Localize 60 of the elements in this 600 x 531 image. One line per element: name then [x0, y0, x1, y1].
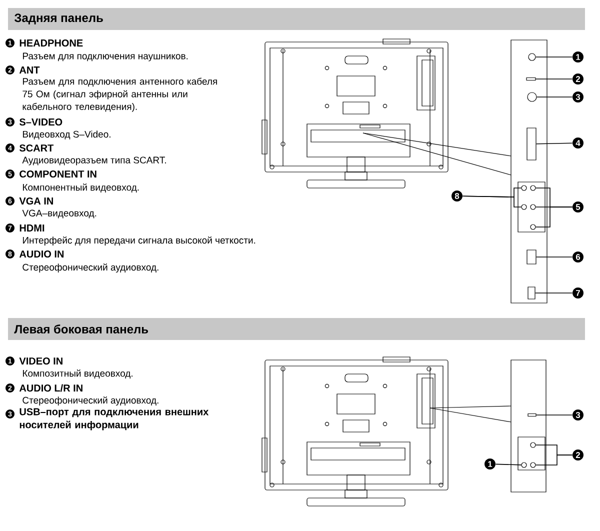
callout-number: 6 — [572, 252, 584, 262]
callout-number: 1 — [484, 458, 496, 470]
item-description: Стереофонический аудиовход. — [22, 263, 158, 273]
item-name: ANT — [19, 66, 40, 74]
connector-symbol — [526, 128, 536, 160]
callout-number: 4 — [572, 138, 584, 148]
leader-line — [535, 206, 573, 228]
item-name: AUDIO L/R IN — [19, 384, 82, 392]
item-description: Видеовход S–Video. — [22, 130, 110, 140]
section-header: Задняя панель — [8, 8, 585, 30]
leader-line — [462, 196, 522, 208]
jack-symbol — [530, 185, 536, 191]
item-name: AUDIO IN — [19, 250, 64, 258]
jack-symbol — [530, 224, 536, 230]
connector-symbol — [528, 413, 536, 417]
callout-number: 5 — [572, 202, 584, 212]
leader-line — [535, 78, 573, 80]
callout-number: 3 — [572, 92, 584, 102]
item-description: Разъем для подключения наушников. — [22, 52, 188, 62]
item-description: Разъем для подключения антенного кабеля 75 Ом (сигнал эфирной антенны или кабельного телевидения). — [22, 78, 217, 112]
callout-number: 1 — [572, 52, 584, 62]
connector-symbol — [526, 77, 536, 81]
connector-symbol — [526, 250, 536, 264]
leader-line — [536, 414, 573, 416]
jack-symbol — [530, 462, 536, 468]
item-name: VGA IN — [19, 197, 53, 205]
callout-number: 2 — [572, 74, 584, 84]
item-name: COMPONENT IN — [20, 170, 96, 178]
leader-line — [495, 464, 522, 466]
item-name: HDMI — [20, 224, 44, 232]
connector-symbol — [528, 286, 536, 300]
item-description: Аудиовидеоразъем типа SCART. — [22, 156, 166, 166]
jack-symbol — [521, 204, 527, 210]
callout-number: 3 — [572, 410, 584, 420]
item-name: USB–порт для подключения внешних носителей информации — [20, 408, 209, 430]
leader-line — [536, 256, 573, 258]
item-name: S–VIDEO — [19, 118, 62, 126]
jack-symbol — [521, 185, 527, 191]
jack-symbol — [530, 442, 536, 448]
callout-number: 7 — [572, 288, 584, 298]
leader-line — [536, 142, 573, 144]
leader-line — [534, 292, 573, 294]
item-name: HEADPHONE — [20, 39, 83, 47]
callout-number: 2 — [572, 450, 584, 460]
item-description: Стереофонический аудиовход. — [22, 396, 158, 406]
leader-line — [535, 454, 573, 466]
item-description: Интерфейс для передачи сигнала высокой четкости. — [22, 236, 256, 246]
jack-symbol — [530, 204, 536, 210]
item-description: Композитный видеовход. — [22, 370, 132, 378]
jack-symbol — [527, 92, 537, 102]
leader-line — [536, 96, 573, 98]
jack-symbol — [521, 462, 527, 468]
jack-symbol — [528, 53, 536, 61]
leader-line — [535, 56, 573, 58]
item-name: SCART — [19, 144, 54, 152]
item-description: VGA–видеовход. — [22, 210, 96, 218]
section-header: Левая боковая панель — [8, 318, 585, 340]
item-description: Компонентный видеовход. — [22, 184, 139, 192]
item-name: VIDEO IN — [19, 357, 62, 365]
callout-number: 8 — [452, 190, 462, 202]
